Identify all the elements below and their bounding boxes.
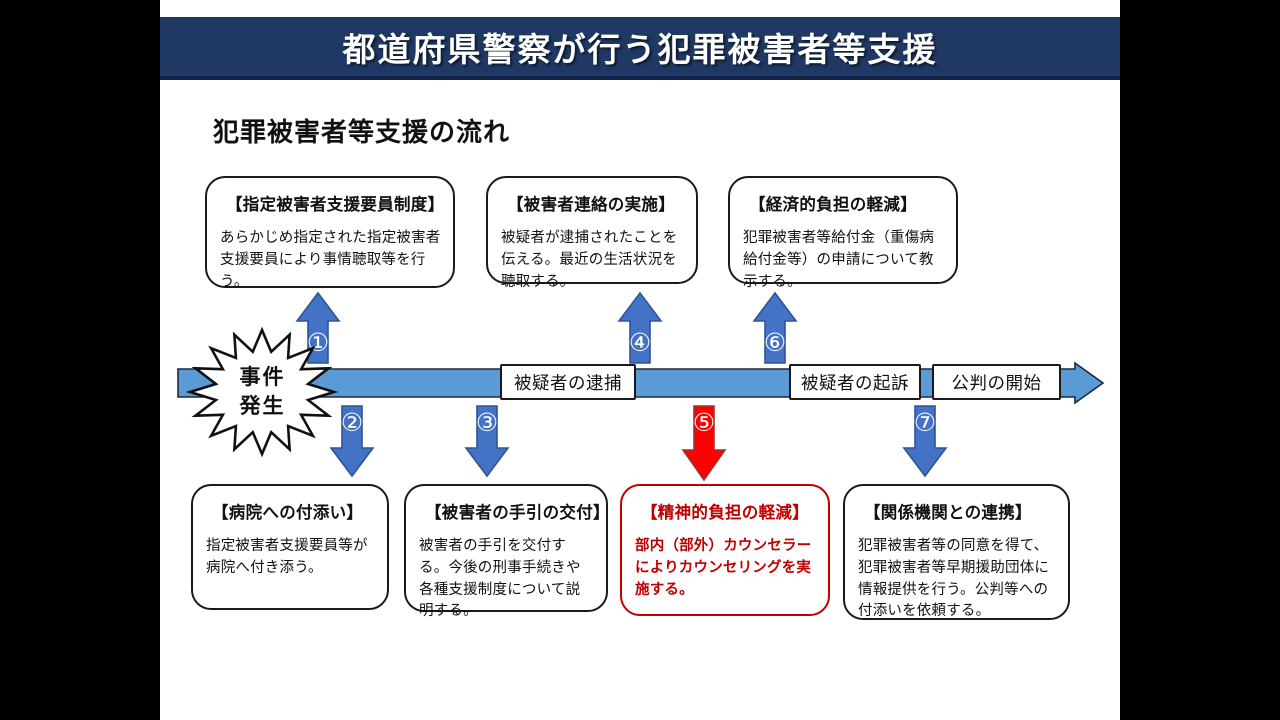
- support-box-economic-burden: 【経済的負担の軽減】 犯罪被害者等給付金（重傷病給付金等）の申請について教示する…: [728, 176, 958, 290]
- support-box-title: 【関係機関との連携】: [864, 504, 1032, 522]
- support-box-title: 【被害者連絡の実施】: [507, 196, 675, 214]
- arrow-number: ②: [340, 409, 364, 437]
- arrow-number: ③: [475, 409, 499, 437]
- arrow-down-7-icon: ⑦: [902, 404, 948, 478]
- incident-label-line1: 事件: [239, 366, 286, 390]
- arrow-number: ⑥: [763, 329, 787, 357]
- support-box-designated-staff: 【指定被害者支援要員制度】 あらかじめ指定された指定被害者支援要員により事情聴取…: [205, 176, 455, 290]
- support-box-body: あらかじめ指定された指定被害者支援要員により事情聴取等を行う。: [220, 230, 441, 290]
- support-box-body: 部内（部外）カウンセラーによりカウンセリングを実施する。: [635, 538, 812, 598]
- support-box-body: 犯罪被害者等給付金（重傷病給付金等）の申請について教示する。: [743, 230, 935, 290]
- support-box-body: 指定被害者支援要員等が病院へ付き添う。: [206, 538, 368, 576]
- header-bar: 都道府県警察が行う犯罪被害者等支援: [160, 17, 1120, 80]
- milestone-indictment: 被疑者の起訴: [789, 364, 921, 400]
- slide: 都道府県警察が行う犯罪被害者等支援 犯罪被害者等支援の流れ 【指定被害者支援要員…: [160, 0, 1120, 720]
- flow-subtitle: 犯罪被害者等支援の流れ: [213, 117, 511, 147]
- arrow-down-2-icon: ②: [329, 404, 375, 478]
- arrow-down-3-icon: ③: [464, 404, 510, 478]
- support-box-mental-burden: 【精神的負担の軽減】 部内（部外）カウンセラーによりカウンセリングを実施する。: [620, 484, 830, 616]
- arrow-number: ④: [628, 329, 652, 357]
- support-box-title: 【経済的負担の軽減】: [749, 196, 917, 214]
- incident-label-line2: 発生: [239, 394, 286, 418]
- support-box-title: 【病院への付添い】: [212, 504, 364, 522]
- support-box-body: 犯罪被害者等の同意を得て、犯罪被害者等早期援助団体に情報提供を行う。公判等への付…: [858, 538, 1050, 620]
- incident-starburst: 事件 発生: [185, 325, 340, 460]
- page-title: 都道府県警察が行う犯罪被害者等支援: [342, 30, 938, 68]
- support-box-hospital-accompany: 【病院への付添い】 指定被害者支援要員等が病院へ付き添う。: [191, 484, 389, 610]
- arrow-number: ⑤: [692, 409, 716, 437]
- support-box-body: 被害者の手引を交付する。今後の刑事手続きや各種支援制度について説明する。: [419, 538, 581, 620]
- support-box-title: 【被害者の手引の交付】: [425, 504, 610, 522]
- arrow-up-6-icon: ⑥: [752, 291, 798, 365]
- support-box-title: 【精神的負担の軽減】: [641, 504, 809, 522]
- support-box-victim-guide: 【被害者の手引の交付】 被害者の手引を交付する。今後の刑事手続きや各種支援制度に…: [404, 484, 610, 619]
- support-box-body: 被疑者が逮捕されたことを伝える。最近の生活状況を聴取する。: [501, 230, 678, 290]
- milestone-arrest: 被疑者の逮捕: [500, 364, 636, 400]
- support-box-related-organizations: 【関係機関との連携】 犯罪被害者等の同意を得て、犯罪被害者等早期援助団体に情報提…: [843, 484, 1070, 620]
- arrow-number: ⑦: [913, 409, 937, 437]
- arrow-up-4-icon: ④: [617, 291, 663, 365]
- starburst-shape-icon: [185, 326, 339, 458]
- milestone-trial-start: 公判の開始: [932, 364, 1061, 400]
- support-box-title: 【指定被害者支援要員制度】: [226, 196, 445, 214]
- support-box-victim-contact: 【被害者連絡の実施】 被疑者が逮捕されたことを伝える。最近の生活状況を聴取する。: [486, 176, 698, 290]
- arrow-down-5-icon: ⑤: [681, 404, 727, 482]
- incident-label: 事件 発生: [185, 325, 340, 460]
